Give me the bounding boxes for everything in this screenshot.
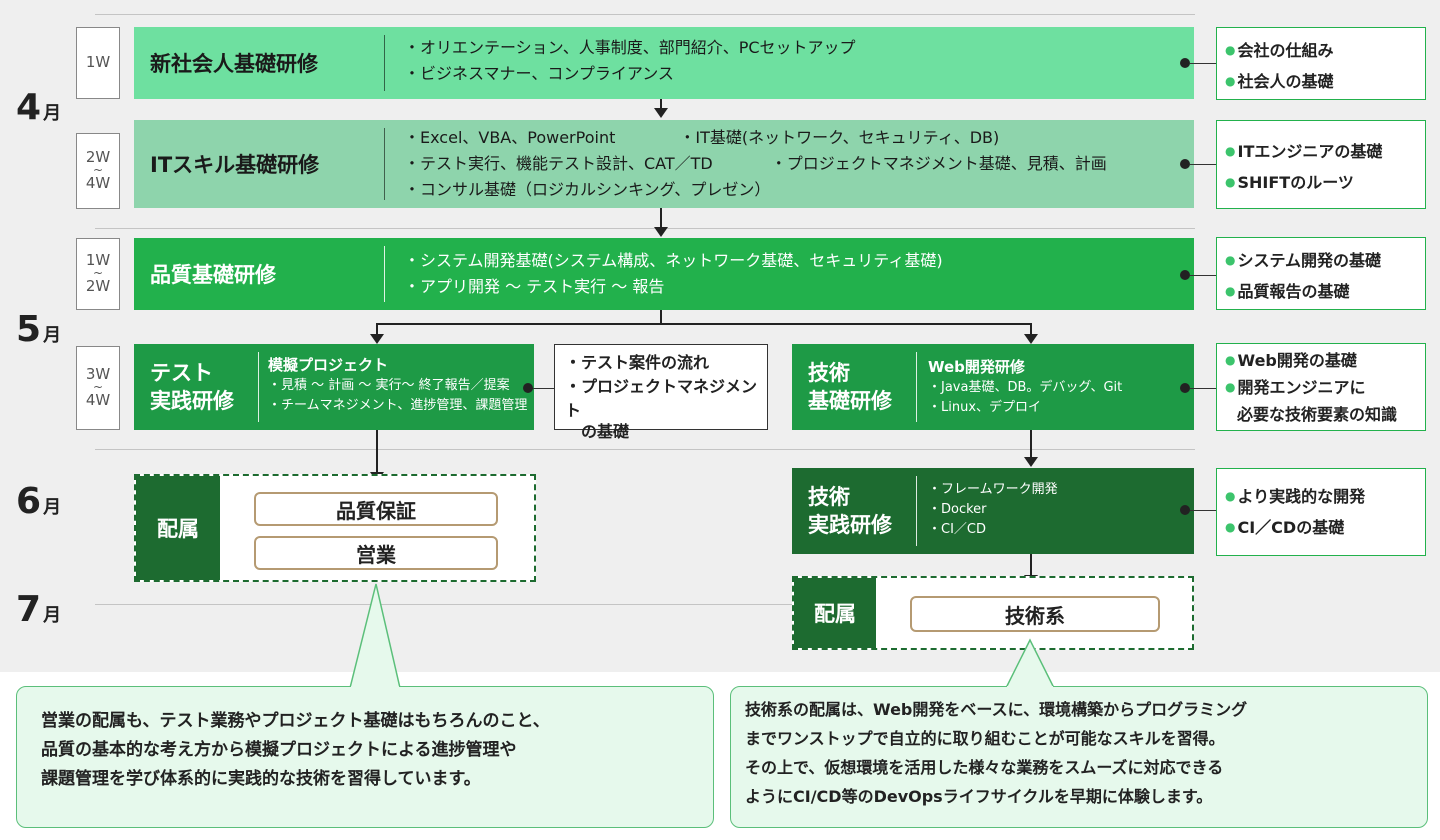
stage-testpractice: テスト実践研修 模擬プロジェクト ・見積 ～ 計画 ～ 実行～ 終了報告／提案 … <box>134 344 534 430</box>
flow-line <box>1030 323 1032 335</box>
tail-joint <box>1007 686 1053 689</box>
testpractice-note: ・テスト案件の流れ ・プロジェクトマネジメント の基礎 <box>554 344 768 441</box>
divider <box>916 352 917 422</box>
month-divider <box>95 604 1195 605</box>
divider <box>384 35 385 91</box>
stage-techbasic: 技術基礎研修 Web開発研修 ・Java基礎、DB。デバッグ、Git ・Linu… <box>792 344 1194 430</box>
week-label: 1W <box>76 27 120 99</box>
stage-items: ・オリエンテーション、人事制度、部門紹介、PCセットアップ ・ビジネスマナー、コ… <box>404 38 856 83</box>
assignment-label: 配属 <box>136 476 220 580</box>
connector-dot <box>1180 383 1190 393</box>
outcome-techpractice: ●より実践的な開発 ●CI／CDの基礎 <box>1216 468 1426 556</box>
flow-line <box>660 99 662 109</box>
week-label: 2W~4W <box>76 133 120 209</box>
flow-arrow <box>654 108 668 118</box>
assignment-option: 品質保証 <box>254 492 498 526</box>
branch-line <box>376 323 1032 325</box>
assignment-left: 配属 品質保証 営業 <box>134 474 536 582</box>
connector-dot <box>1180 505 1190 515</box>
month-divider <box>95 449 1195 450</box>
stage-techpractice: 技術実践研修 ・フレームワーク開発 ・Docker ・CI／CD <box>792 468 1194 554</box>
connector-dot <box>1180 159 1190 169</box>
stage-items: Web開発研修 ・Java基礎、DB。デバッグ、Git ・Linux、デプロイ <box>928 358 1123 415</box>
tail-joint <box>351 686 399 689</box>
week-label: 3W~4W <box>76 346 120 430</box>
assignment-right: 配属 技術系 <box>792 576 1194 650</box>
assignment-option: 技術系 <box>910 596 1160 632</box>
connector-line <box>1190 510 1216 511</box>
divider <box>916 476 917 546</box>
flow-line <box>376 323 378 335</box>
stage-title: ITスキル基礎研修 <box>150 153 320 177</box>
connector-dot <box>523 383 533 393</box>
flow-line <box>660 310 662 324</box>
flow-line <box>660 208 662 228</box>
stage-itskill: ITスキル基礎研修 ・Excel、VBA、PowerPoint・IT基礎(ネット… <box>134 120 1194 208</box>
stage-title: テスト実践研修 <box>150 361 234 413</box>
flow-line <box>376 430 378 474</box>
flow-line <box>1030 554 1032 576</box>
outcome-itskill: ●ITエンジニアの基礎 ●SHIFTのルーツ <box>1216 120 1426 209</box>
stage-title: 品質基礎研修 <box>150 263 276 287</box>
month-divider <box>95 14 1195 15</box>
flow-arrow <box>1024 457 1038 467</box>
connector-line <box>1190 164 1216 165</box>
stage-items: ・Excel、VBA、PowerPoint・IT基礎(ネットワーク、セキュリティ… <box>404 128 1107 199</box>
outcome-quality: ●システム開発の基礎 ●品質報告の基礎 <box>1216 237 1426 310</box>
stage-items: 模擬プロジェクト ・見積 ～ 計画 ～ 実行～ 終了報告／提案 ・チームマネジメ… <box>268 356 528 413</box>
stage-newhire: 新社会人基礎研修 ・オリエンテーション、人事制度、部門紹介、PCセットアップ ・… <box>134 27 1194 99</box>
flow-line <box>1030 430 1032 458</box>
connector-line <box>1190 388 1216 389</box>
divider <box>384 246 385 302</box>
week-label: 1W~2W <box>76 238 120 310</box>
connector-line <box>1190 63 1216 64</box>
stage-items: ・システム開発基礎(システム構成、ネットワーク基礎、セキュリティ基礎) ・アプリ… <box>404 251 943 296</box>
connector-dot <box>1180 58 1190 68</box>
flow-arrow <box>370 334 384 344</box>
callout-sales: 営業の配属も、テスト業務やプロジェクト基礎はもちろんのこと、 品質の基本的な考え… <box>16 686 714 828</box>
outcome-techbasic: ●Web開発の基礎 ●開発エンジニアに 必要な技術要素の知識 <box>1216 343 1426 431</box>
connector-line <box>528 388 554 389</box>
stage-title: 新社会人基礎研修 <box>150 52 318 76</box>
month-divider <box>95 228 1195 229</box>
assignment-option: 営業 <box>254 536 498 570</box>
divider <box>384 128 385 200</box>
callout-tech: 技術系の配属は、Web開発をベースに、環境構築からプログラミング までワンストッ… <box>730 686 1428 828</box>
stage-quality: 品質基礎研修 ・システム開発基礎(システム構成、ネットワーク基礎、セキュリティ基… <box>134 238 1194 310</box>
outcome-newhire: ●会社の仕組み ●社会人の基礎 <box>1216 27 1426 100</box>
connector-line <box>1190 275 1216 276</box>
stage-items: ・フレームワーク開発 ・Docker ・CI／CD <box>928 482 1058 537</box>
connector-dot <box>1180 270 1190 280</box>
assignment-label: 配属 <box>794 578 876 648</box>
stage-title: 技術実践研修 <box>808 485 892 537</box>
flow-arrow <box>1024 334 1038 344</box>
flow-arrow <box>654 227 668 237</box>
divider <box>258 352 259 422</box>
stage-title: 技術基礎研修 <box>808 361 892 413</box>
